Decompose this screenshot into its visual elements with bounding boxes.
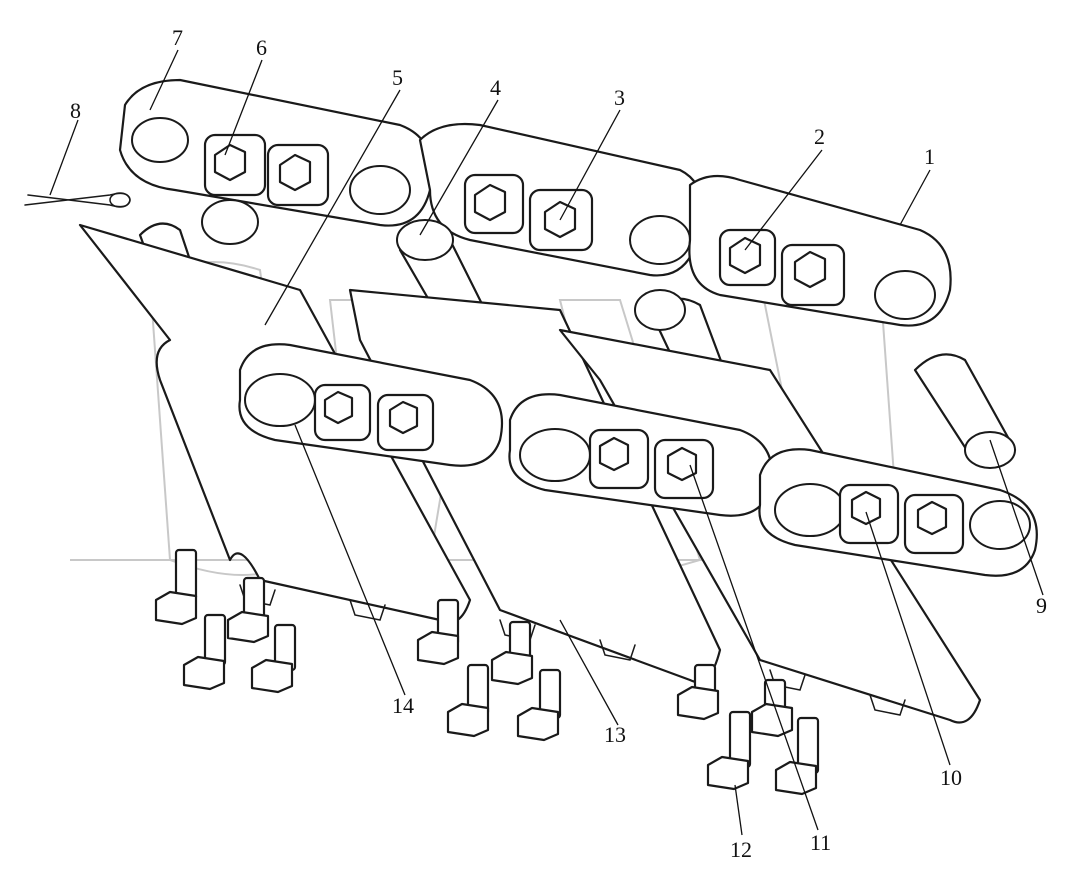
callout-2: 2: [814, 124, 825, 149]
callout-6: 6: [256, 35, 267, 60]
callout-14: 14: [392, 693, 414, 718]
callout-labels: 1 2 3 4 5 6 7 8 9 10 11 12 13 14: [70, 25, 1047, 862]
lower-link-left: [238, 343, 504, 467]
bolt: [250, 623, 297, 694]
callout-4: 4: [490, 75, 501, 100]
upper-link-left: [118, 78, 434, 227]
nut-10: [850, 490, 882, 526]
bolts: [154, 548, 820, 796]
bolt: [516, 668, 562, 742]
bolt: [490, 620, 534, 686]
callout-9: 9: [1036, 593, 1047, 618]
bolt: [182, 613, 227, 691]
bolt: [154, 548, 198, 626]
nut-2: [728, 236, 762, 275]
callout-3: 3: [614, 85, 625, 110]
lower-link-middle: [508, 393, 774, 517]
callout-8: 8: [70, 98, 81, 123]
callout-10: 10: [940, 765, 962, 790]
callout-5: 5: [392, 65, 403, 90]
nut-6: [213, 143, 247, 182]
bolt-12: [706, 710, 752, 791]
leader-lines: [49, 49, 1044, 836]
bolt-11: [774, 716, 820, 796]
nut: [278, 153, 312, 192]
upper-link-right: [688, 174, 952, 327]
callout-13: 13: [604, 722, 626, 747]
bolt: [676, 663, 720, 721]
bolt: [416, 598, 460, 666]
bolt: [446, 663, 490, 738]
callout-1: 1: [924, 144, 935, 169]
lower-link-right: [758, 448, 1038, 577]
bolt: [226, 576, 270, 644]
callout-7: 7: [172, 25, 183, 50]
upper-link-middle: [418, 122, 704, 277]
callout-12: 12: [730, 837, 752, 862]
callout-11: 11: [810, 830, 831, 855]
bushing-4: [396, 219, 454, 261]
bolt: [750, 678, 794, 738]
cotter-pin: [24, 192, 131, 208]
